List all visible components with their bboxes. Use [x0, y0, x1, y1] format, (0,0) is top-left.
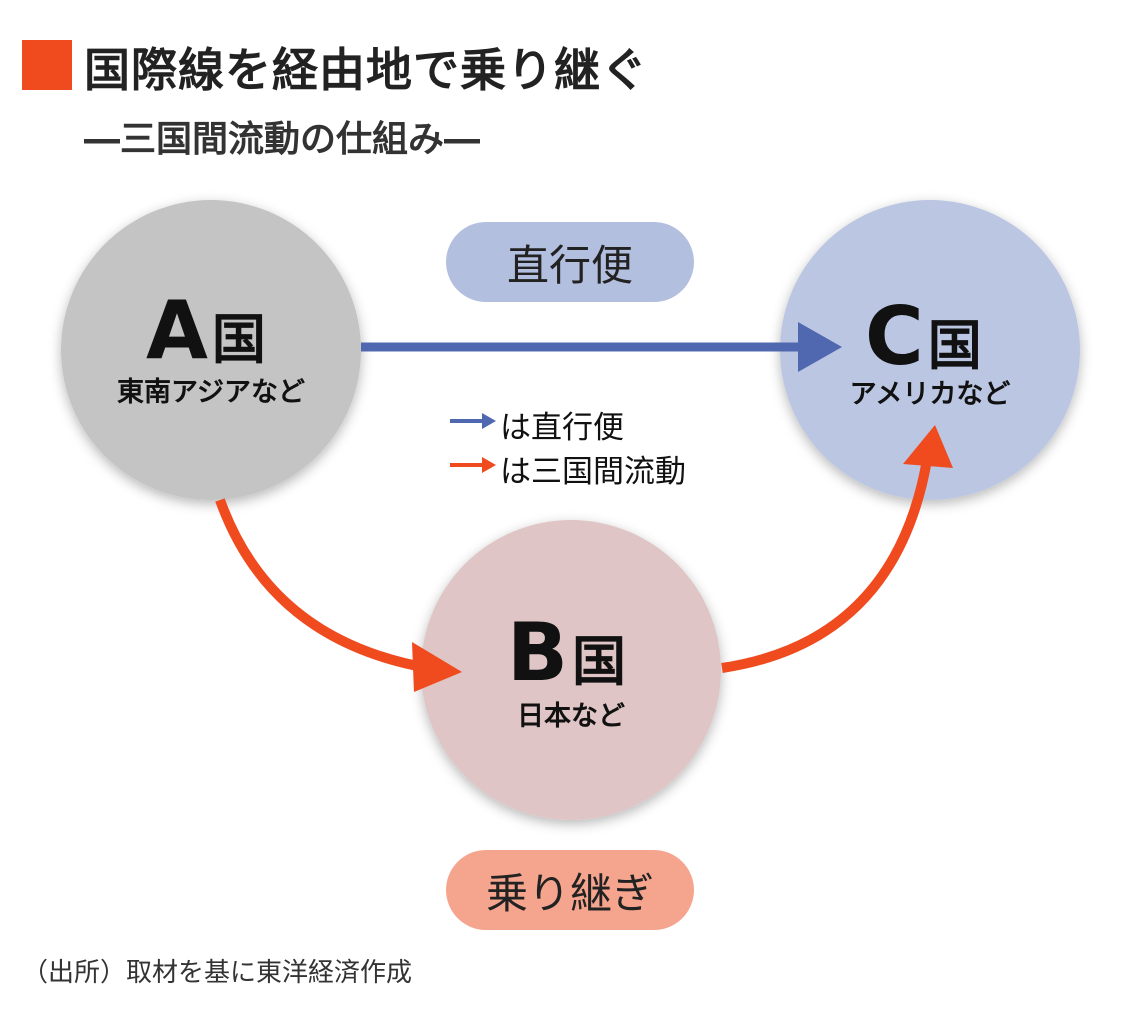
legend-transit-label: は三国間流動: [500, 454, 686, 490]
country-c-letter: C: [865, 290, 924, 383]
country-b-letter: B: [507, 606, 568, 699]
circle-country-a: [61, 200, 361, 500]
country-b-title: B国: [507, 606, 626, 699]
country-c-examples: アメリカなど: [849, 379, 1011, 410]
legend-direct-label: は直行便: [500, 410, 624, 446]
country-b-kuni: 国: [571, 630, 626, 693]
direct-flight-pill: 直行便: [446, 222, 694, 302]
transit-arrowhead-c: [903, 425, 953, 468]
source-note: （出所）取材を基に東洋経済作成: [22, 958, 413, 988]
country-a-title: A国: [146, 284, 266, 377]
page-subtitle: ―三国間流動の仕組み―: [84, 119, 481, 160]
country-b-examples: 日本など: [517, 701, 625, 732]
title-marker: [22, 40, 72, 90]
transit-arrow-a-to-b: [215, 498, 429, 673]
direct-arrowhead: [798, 322, 842, 372]
page-title: 国際線を経由地で乗り継ぐ: [84, 43, 648, 97]
legend-direct-arrowhead: [482, 413, 496, 429]
legend-direct: は直行便: [500, 402, 624, 447]
legend-transit-arrowhead: [482, 457, 496, 473]
circle-country-b: [421, 520, 721, 820]
country-a-examples: 東南アジアなど: [117, 377, 305, 408]
transit-pill: 乗り継ぎ: [446, 850, 694, 930]
circle-country-c: [780, 200, 1080, 500]
legend-transit: は三国間流動: [500, 446, 686, 491]
transit-arrow-b-to-c: [721, 459, 932, 673]
transit-arrowhead-b: [412, 642, 462, 692]
country-c-kuni: 国: [927, 314, 982, 377]
country-a-letter: A: [146, 284, 208, 377]
country-a-kuni: 国: [211, 308, 266, 371]
country-c-title: C国: [865, 290, 982, 383]
